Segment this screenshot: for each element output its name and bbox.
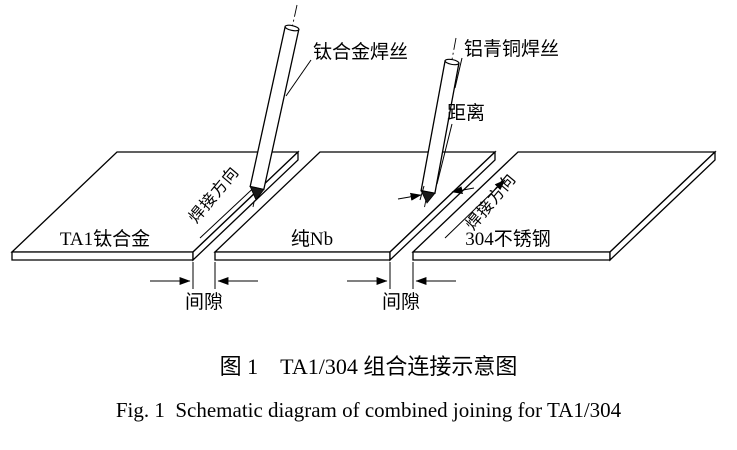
schematic-diagram: TA1钛合金 纯Nb 304不锈钢 焊接方向 焊接方向 bbox=[10, 4, 717, 313]
wire-bronze bbox=[420, 37, 460, 211]
plate-304-side-face bbox=[609, 150, 716, 262]
plate-304-label: 304不锈钢 bbox=[465, 228, 551, 250]
wire-bronze-cap bbox=[444, 58, 460, 66]
wire-titanium-label: 钛合金焊丝 bbox=[313, 41, 408, 63]
distance-annotation: 距离 bbox=[397, 102, 485, 201]
distance-arrow-right bbox=[451, 186, 475, 195]
wire-bronze-tip bbox=[420, 190, 436, 204]
plate-nb-side-face bbox=[389, 150, 496, 262]
wire-bronze-leader bbox=[454, 57, 463, 89]
gap-right-label: 间隙 bbox=[382, 291, 420, 313]
plate-304: 304不锈钢 bbox=[411, 150, 717, 262]
weld-direction-right-arrow bbox=[444, 179, 506, 239]
wire-titanium-leader bbox=[285, 59, 312, 97]
distance-label: 距离 bbox=[447, 102, 485, 124]
gap-left-label: 间隙 bbox=[185, 291, 223, 313]
gap-right-dimension: 间隙 bbox=[347, 262, 456, 313]
plate-nb-front-face bbox=[214, 251, 391, 261]
gap-left-dimension: 间隙 bbox=[150, 262, 258, 313]
wire-titanium-callout: 钛合金焊丝 bbox=[285, 41, 408, 97]
plate-nb-label: 纯Nb bbox=[291, 228, 333, 250]
distance-arrow-left bbox=[397, 192, 422, 201]
wire-titanium-cap bbox=[284, 24, 300, 32]
plate-ta1-front-face bbox=[11, 251, 194, 261]
wire-titanium-tip bbox=[249, 185, 265, 201]
plate-304-front-face bbox=[412, 251, 611, 261]
plate-ta1: TA1钛合金 bbox=[10, 150, 300, 262]
caption-chinese: 图 1 TA1/304 组合连接示意图 bbox=[219, 354, 518, 379]
wire-titanium bbox=[249, 4, 300, 208]
wire-bronze-callout: 铝青铜焊丝 bbox=[454, 38, 559, 89]
plate-ta1-label: TA1钛合金 bbox=[60, 228, 150, 250]
distance-leader bbox=[436, 123, 453, 185]
caption-english: Fig. 1 Schematic diagram of combined joi… bbox=[115, 398, 622, 422]
wire-bronze-label: 铝青铜焊丝 bbox=[464, 38, 559, 60]
